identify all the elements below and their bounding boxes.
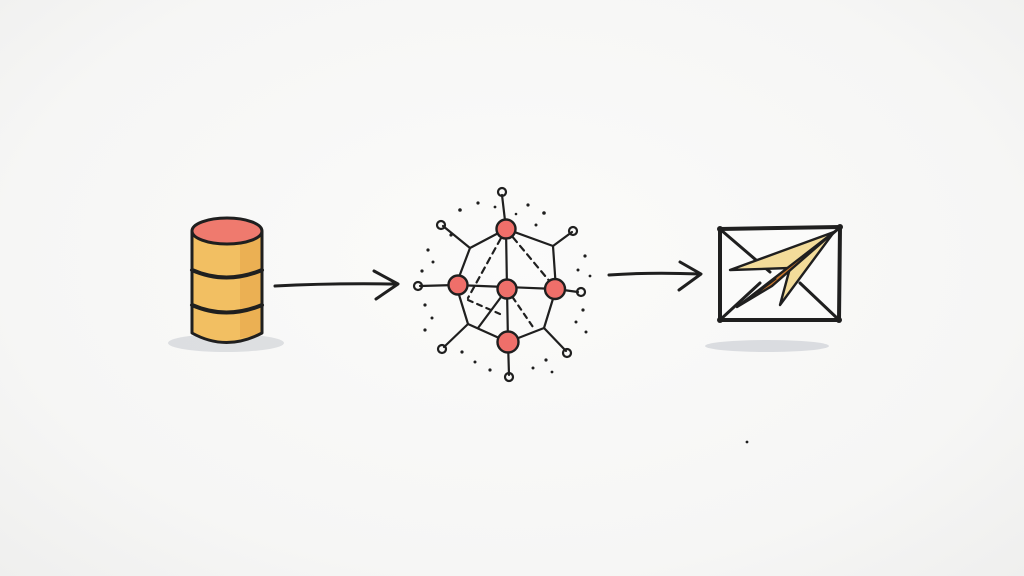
network-node-center <box>496 278 518 300</box>
arrow-1-head <box>372 269 400 301</box>
arrow-network-to-email <box>607 260 703 292</box>
network-node-left <box>447 274 469 296</box>
network-link-left-bottom <box>466 298 502 316</box>
network-graph-icon <box>412 186 592 383</box>
arrow-database-to-network <box>273 269 400 301</box>
paper-plane-hatching <box>747 278 777 299</box>
paper-plane-icon <box>728 230 836 309</box>
arrow-2-shaft <box>607 271 702 277</box>
envelope-fold-left <box>719 281 762 321</box>
network-node-top <box>495 218 517 240</box>
network-satellite-bottom-right <box>561 347 573 359</box>
paper-plane-body <box>735 230 836 309</box>
database-icon <box>168 216 284 352</box>
network-scatter-dots <box>420 201 592 374</box>
network-satellite-bottom-left <box>436 343 448 355</box>
network-spoke-bottom-right <box>542 326 568 353</box>
network-node-bottom <box>496 330 520 354</box>
network-satellite-left <box>412 280 424 292</box>
arrow-2-head <box>677 260 703 292</box>
network-node-right <box>543 277 567 301</box>
network-spoke-bottom-left <box>442 322 470 349</box>
envelope-corner-dots <box>717 224 843 323</box>
database-outline <box>190 230 264 344</box>
network-satellite-top-left <box>435 219 447 231</box>
network-link-top-right <box>504 227 558 291</box>
network-satellite-top <box>496 186 508 198</box>
network-satellite-top-right <box>567 225 579 237</box>
database-body-highlight <box>240 232 262 338</box>
network-spoke-top-right <box>551 230 574 248</box>
database-ring-1 <box>190 268 264 280</box>
database-top <box>192 218 262 244</box>
arrow-1-shaft <box>273 282 398 288</box>
network-satellite-bottom <box>503 371 515 383</box>
network-satellite-right <box>575 286 587 298</box>
database-top-outline <box>190 216 264 246</box>
envelope-fold-right <box>798 281 840 321</box>
stray-ink-dot <box>745 440 749 444</box>
email-send-icon <box>705 224 843 352</box>
email-shadow <box>705 340 829 352</box>
network-link-center-bottom-right <box>505 287 537 332</box>
database-ring-2 <box>190 303 264 315</box>
network-link-top-left <box>466 227 508 300</box>
network-spoke-top-left <box>441 224 472 250</box>
